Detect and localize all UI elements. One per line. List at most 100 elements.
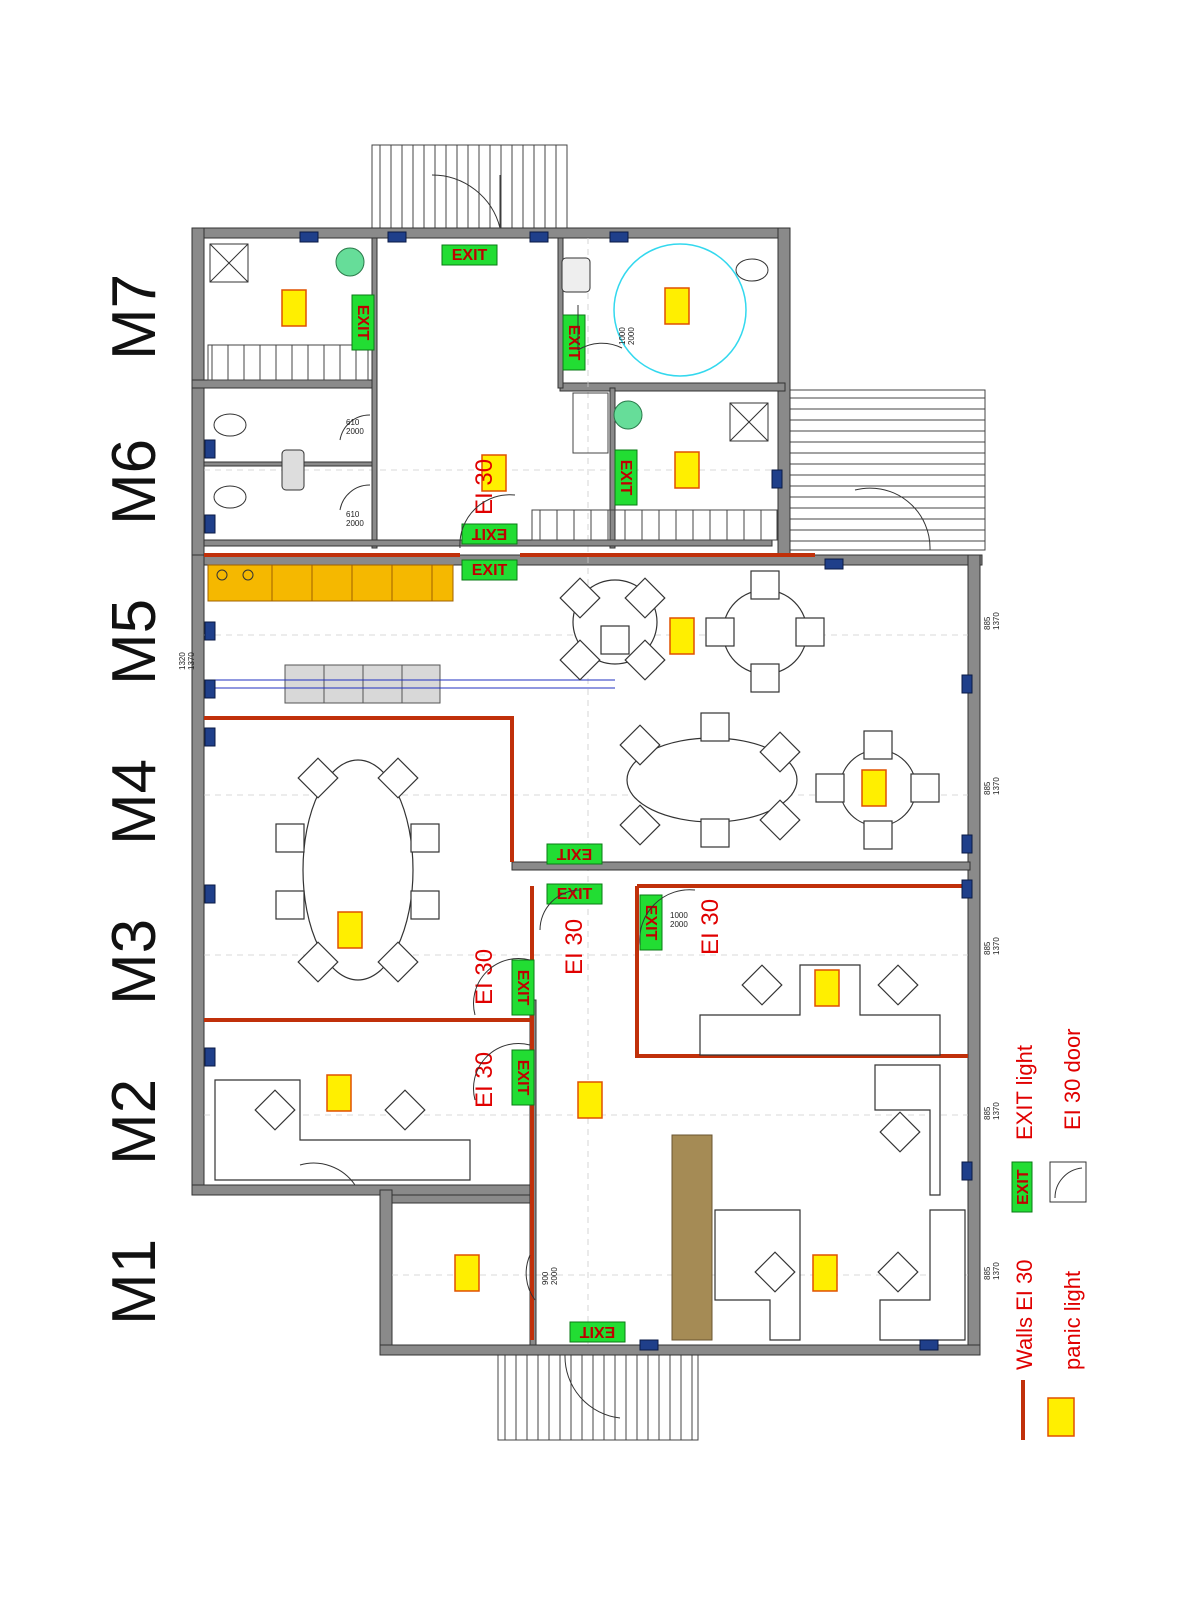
radiator [204,727,216,747]
doors [299,305,696,1301]
chair [863,730,893,760]
ei30-label-5: EI 30 [471,1052,498,1108]
radiator [919,1339,939,1351]
svg-text:EXIT: EXIT [471,525,507,542]
panic-light [814,969,840,1007]
ei30-label-3: EI 30 [561,919,588,975]
ei30-labels: EI 30 EI 30 EI 30 EI 30 EI 30 [471,459,724,1108]
chair [863,820,893,850]
right-staircase [789,389,986,551]
legend-panic-label: panic light [1060,1271,1085,1370]
panic-light [674,451,700,489]
exit-sign: EXIT [441,244,498,266]
chair [297,757,339,799]
panic-light [326,1074,352,1112]
furniture [214,570,966,1341]
chair [275,823,305,853]
chair [879,1111,921,1153]
chair [815,773,845,803]
panic-light [861,769,887,807]
dim-label-6: 8851370 [983,777,1001,795]
chair [384,1089,426,1131]
dim-label-5: 8851370 [983,612,1001,630]
ei30-walls [204,553,968,1340]
panic-light [577,1081,603,1119]
svg-text:EXIT: EXIT [452,247,488,264]
legend-panic-swatch [1047,1397,1075,1437]
exit-sign: EXIT [546,843,603,865]
radiator [961,674,973,694]
chair [750,570,780,600]
chair [795,617,825,647]
exit-sign: EXIT [546,883,603,905]
dim-label-11: 13201370 [178,652,196,670]
exit-sign: EXIT [562,314,586,371]
panic-lights [281,287,887,1292]
chair [275,890,305,920]
chair [877,1251,919,1293]
cabinet [208,664,615,704]
chair [297,941,339,983]
chair [741,964,783,1006]
kitchen-counter [207,564,454,602]
bottom-staircase [497,1354,699,1441]
radiator [961,1161,973,1181]
svg-text:EXIT: EXIT [579,1323,615,1340]
dim-label-1: 10002000 [618,327,636,345]
radiator [204,884,216,904]
sanitary [209,243,769,509]
radiator [639,1339,659,1351]
radiator [961,879,973,899]
chair [619,724,661,766]
svg-text:EXIT: EXIT [617,460,634,496]
radiator [824,558,844,570]
chair [624,577,666,619]
chair [754,1251,796,1293]
panic-light [454,1254,480,1292]
dim-label-7: 8851370 [983,937,1001,955]
module-label-m3: M3 [100,919,169,1005]
radiator [961,834,973,854]
legend: Walls EI 30 panic light EXIT EXIT light … [1011,1028,1087,1440]
ei30-label-2: EI 30 [471,949,498,1005]
radiator [204,621,216,641]
outer-walls [191,227,983,1356]
module-label-m2: M2 [100,1079,169,1165]
module-label-m5: M5 [100,599,169,685]
module-label-m6: M6 [100,439,169,525]
svg-text:EXIT: EXIT [642,905,659,941]
radiator [529,231,549,243]
chair [559,577,601,619]
chair [377,757,419,799]
svg-text:EXIT: EXIT [514,1060,531,1096]
chair [377,941,419,983]
chair [759,799,801,841]
exit-signs: EXIT EXIT EXIT EXIT EXIT EXIT EXIT EXIT EXIT EXIT… [351,244,663,1343]
top-staircase [371,144,568,234]
chair [600,625,630,655]
module-label-m1: M1 [100,1239,169,1325]
module-label-m7: M7 [100,274,169,360]
svg-text:EXIT: EXIT [557,886,593,903]
chair [410,823,440,853]
svg-text:EXIT: EXIT [354,305,371,341]
exit-sign: EXIT [461,523,518,545]
radiator [609,231,629,243]
reception-counter [671,1134,713,1341]
exit-sign: EXIT [351,294,375,351]
chair [750,663,780,693]
radiator [387,231,407,243]
chair [254,1089,296,1131]
radiator [204,679,216,699]
dim-label-9: 8851370 [983,1262,1001,1280]
chair [410,890,440,920]
radiator [299,231,319,243]
exit-sign: EXIT [511,1049,535,1106]
chair [700,712,730,742]
round-zone [613,243,747,377]
chair [559,639,601,681]
svg-text:EXIT: EXIT [565,325,582,361]
